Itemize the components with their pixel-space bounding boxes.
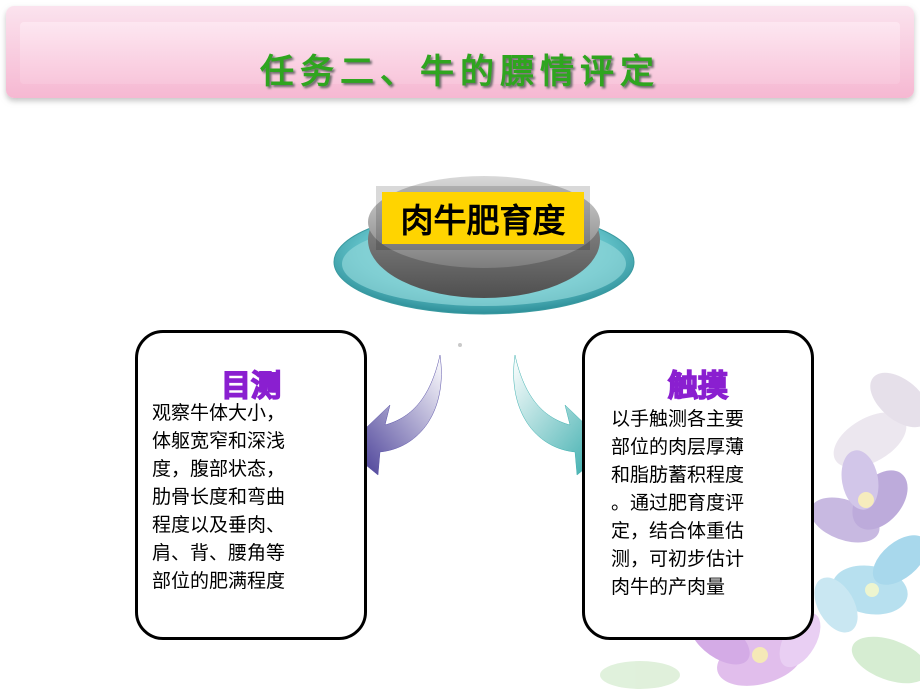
- card-line: 部位的肉层厚薄: [611, 436, 745, 458]
- page-title: 任务二、牛的膘情评定: [260, 52, 660, 92]
- card-line: 和脂肪蓄积程度: [611, 464, 745, 486]
- card-line: 。通过肥育度评: [611, 492, 745, 514]
- card-line: 以手触测各主要: [611, 408, 745, 430]
- card-title-visual: 目测: [220, 368, 282, 405]
- card-line: 肉牛的产肉量: [611, 576, 726, 598]
- card-line: 度，腹部状态，: [152, 458, 286, 480]
- visual-inspection-card: 目测 观察牛体大小， 体躯宽窄和深浅 度，腹部状态， 肋骨长度和弯曲 程度以及垂…: [135, 330, 367, 640]
- card-title-touch: 触摸: [667, 368, 729, 405]
- card-line: 程度以及垂肉、: [152, 514, 286, 536]
- arrow-left: [344, 354, 442, 476]
- card-line: 观察牛体大小，: [152, 402, 286, 424]
- card-line: 测，可初步估计: [611, 548, 745, 570]
- title-banner-inner: [20, 22, 900, 84]
- title-banner: [6, 6, 914, 98]
- card-line: 部位的肥满程度: [152, 570, 286, 592]
- card-line: 肩、背、腰角等: [152, 542, 286, 564]
- card-line: 定，结合体重估: [611, 520, 745, 542]
- card-line: 体躯宽窄和深浅: [152, 430, 286, 452]
- card-text-visual: 观察牛体大小， 体躯宽窄和深浅 度，腹部状态， 肋骨长度和弯曲 程度以及垂肉、 …: [152, 399, 352, 595]
- card-text-touch: 以手触测各主要 部位的肉层厚薄 和脂肪蓄积程度 。通过肥育度评 定，结合体重估 …: [611, 405, 811, 601]
- card-line: 肋骨长度和弯曲: [152, 486, 286, 508]
- touch-inspection-card: 触摸 以手触测各主要 部位的肉层厚薄 和脂肪蓄积程度 。通过肥育度评 定，结合体…: [582, 330, 814, 640]
- hub-label: 肉牛肥育度: [382, 192, 584, 244]
